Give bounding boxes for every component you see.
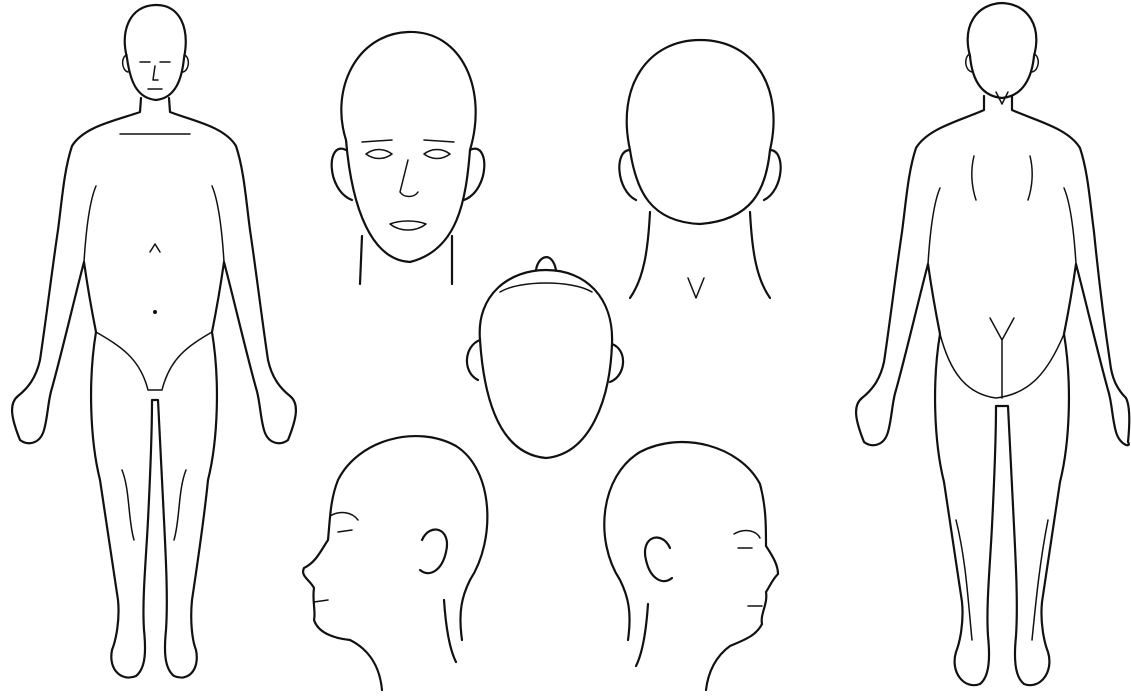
body-back-buttocks <box>940 318 1064 398</box>
body-front-torso <box>12 98 296 678</box>
head-front-outline <box>341 32 475 262</box>
head-top-figure <box>467 257 623 458</box>
head-front-nose <box>400 160 418 197</box>
body-front-head <box>125 5 186 100</box>
body-back-head <box>968 3 1036 98</box>
body-front-ears <box>123 55 189 72</box>
head-left-profile-mouth <box>314 600 328 602</box>
body-front-navel <box>153 310 157 314</box>
body-front-figure <box>12 5 296 678</box>
body-back-scapulae <box>972 156 1032 200</box>
head-front-mouth <box>390 221 426 230</box>
head-back-nape <box>688 278 704 298</box>
body-back-ears <box>966 54 1039 72</box>
head-left-profile-ear <box>420 530 447 574</box>
head-left-profile-outline <box>303 436 487 690</box>
head-front-figure <box>332 32 485 284</box>
head-top-nose <box>536 257 556 270</box>
head-front-neck <box>360 236 452 284</box>
body-front-knees <box>122 470 186 540</box>
body-back-inner-arms <box>928 188 1076 264</box>
head-right-profile-outline <box>604 442 778 690</box>
head-top-brow <box>500 283 592 292</box>
head-right-profile-ear <box>645 538 672 582</box>
head-left-profile-figure <box>303 436 487 690</box>
head-right-profile-figure <box>604 442 778 690</box>
body-front-face <box>140 62 170 89</box>
head-right-profile-eye <box>734 531 760 548</box>
head-right-profile-neck <box>636 604 648 666</box>
head-back-figure <box>619 40 780 298</box>
head-back-outline <box>627 40 774 224</box>
body-back-calves <box>956 520 1048 640</box>
head-front-eyes <box>362 140 454 159</box>
head-top-ears <box>467 340 623 382</box>
body-back-torso <box>856 96 1129 685</box>
body-front-anatomy <box>96 134 212 390</box>
body-back-figure <box>856 3 1129 685</box>
head-left-profile-neck <box>444 600 456 662</box>
head-left-profile-eye <box>330 513 358 532</box>
head-top-outline <box>480 270 612 458</box>
body-front-inner-arms <box>84 186 224 262</box>
